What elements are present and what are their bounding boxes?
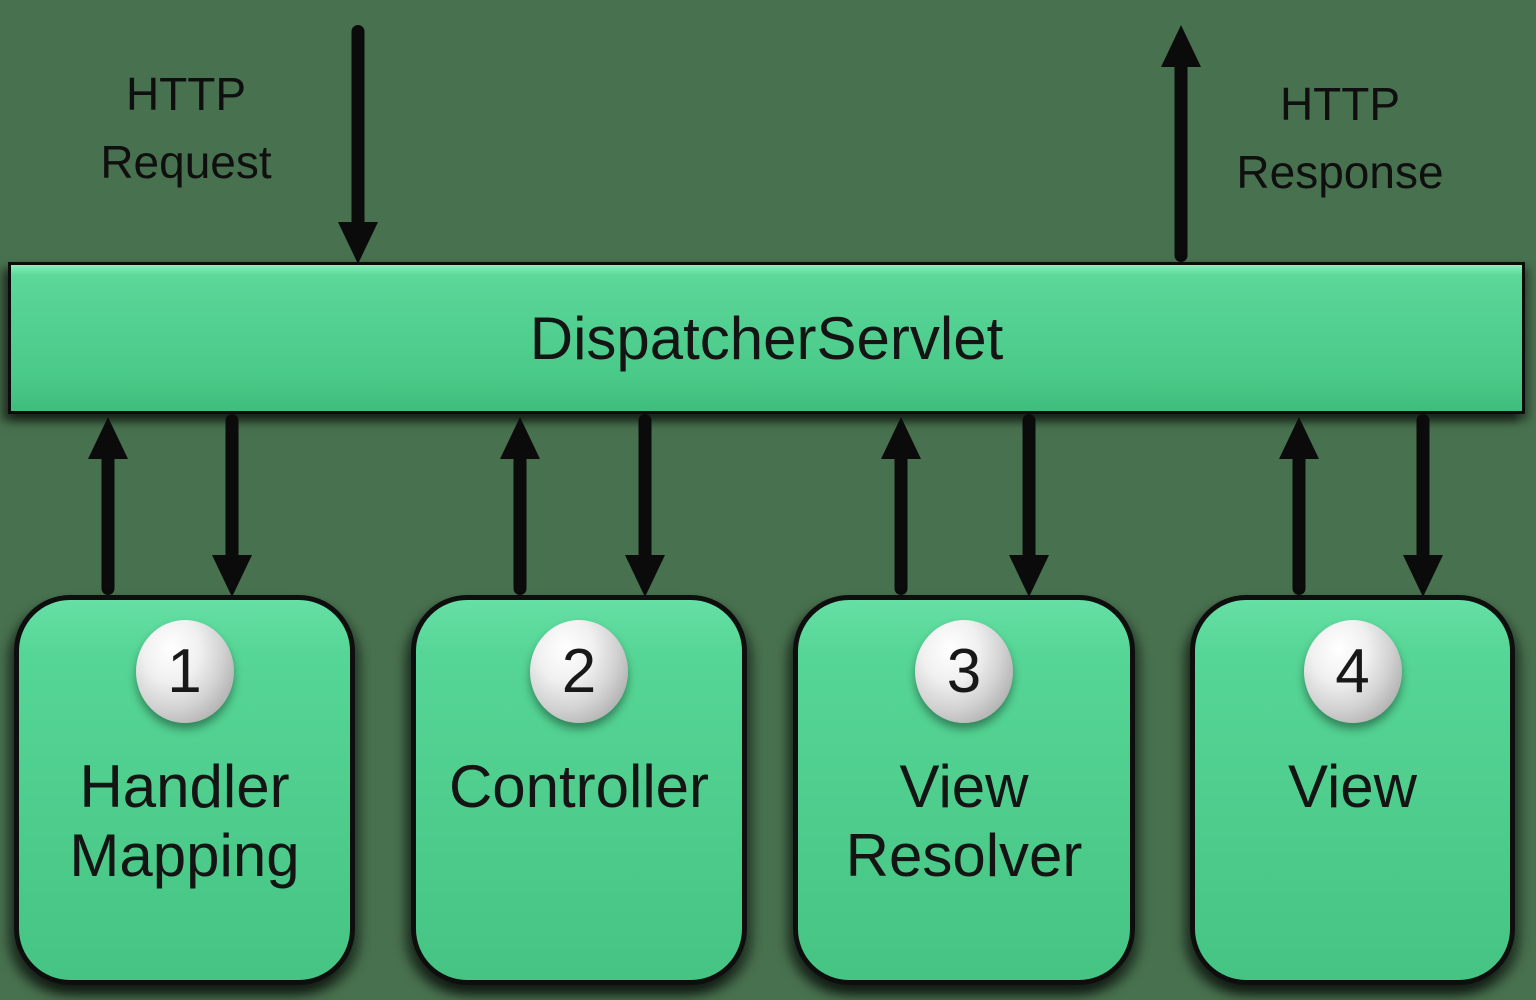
arrow-head-down-icon [1009,555,1049,597]
arrow-line [1174,57,1188,262]
arrow-line [225,414,239,565]
step-badge: 3 [915,620,1013,723]
box-label: View Resolver [845,753,1083,889]
arrow-line [1416,414,1430,565]
arrow-line [894,449,908,595]
http-request-arrow [338,25,378,264]
arrow-head-up-icon [88,417,128,459]
box-label: View [1288,753,1417,820]
handler-mapping-return-arrow [88,417,128,595]
dispatcher-servlet-bar: DispatcherServlet [8,262,1525,414]
http-response-arrow [1161,25,1201,262]
step-badge: 2 [530,620,628,723]
arrow-line [513,449,527,595]
arrow-head-up-icon [881,417,921,459]
controller-call-arrow [625,414,665,597]
view-return-arrow [1279,417,1319,595]
arrow-head-down-icon [212,555,252,597]
arrow-head-up-icon [500,417,540,459]
arrow-line [1292,449,1306,595]
box-view: 4 View [1190,595,1515,985]
view-resolver-return-arrow [881,417,921,595]
arrow-head-down-icon [338,222,378,264]
arrow-line [351,25,365,232]
step-badge: 1 [135,620,234,723]
arrow-head-up-icon [1279,417,1319,459]
box-label: Controller [448,753,710,820]
arrow-head-up-icon [1161,25,1201,67]
dispatcher-servlet-label: DispatcherServlet [529,304,1004,372]
http-request-label: HTTP Request [100,68,272,189]
http-response-label: HTTP Response [1236,78,1444,199]
view-call-arrow [1403,414,1443,597]
box-label: Handler Mapping [69,753,300,889]
arrow-head-down-icon [1403,555,1443,597]
arrow-head-down-icon [625,555,665,597]
arrow-line [1022,414,1036,565]
handler-mapping-call-arrow [212,414,252,597]
arrow-line [638,414,652,565]
controller-return-arrow [500,417,540,595]
box-view-resolver: 3 View Resolver [793,595,1135,985]
box-controller: 2 Controller [411,595,747,985]
arrow-line [101,449,115,595]
step-badge: 4 [1303,620,1402,723]
box-handler-mapping: 1 Handler Mapping [14,595,355,985]
view-resolver-call-arrow [1009,414,1049,597]
